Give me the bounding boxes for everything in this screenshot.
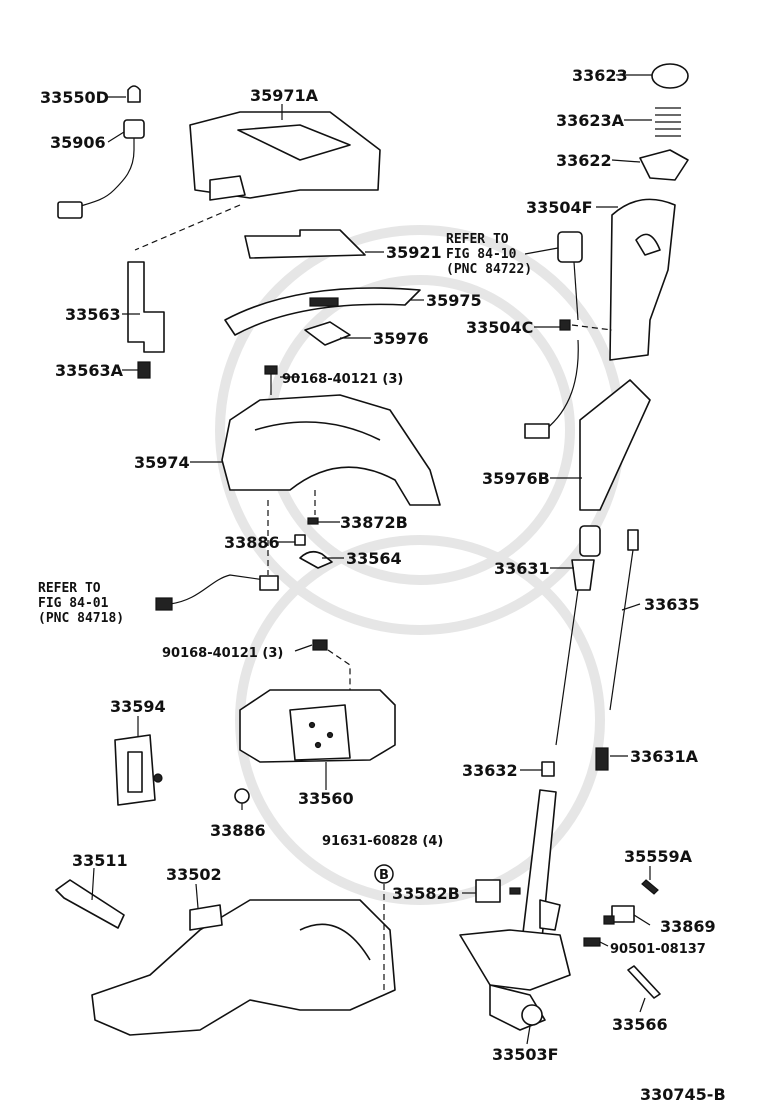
ref1-line1: REFER TO [446, 232, 509, 247]
part-33582B-shape [475, 879, 521, 903]
label-33869: 33869 [660, 917, 716, 936]
part-33623-shape [651, 63, 689, 89]
label-33502: 33502 [166, 865, 222, 884]
label-33582B: 33582B [392, 884, 460, 903]
label-35906: 35906 [50, 133, 106, 152]
label-33511: 33511 [72, 851, 128, 870]
label-90168-lower: 90168-40121 (3) [162, 646, 283, 661]
marker-b-label: B [379, 868, 389, 883]
part-90168-lower-shape [312, 639, 351, 690]
part-35921-shape [244, 229, 366, 259]
label-33563A: 33563A [55, 361, 124, 380]
part-35976-shape [304, 321, 351, 346]
label-33631: 33631 [494, 559, 550, 578]
ref2-line2: FIG 84-01 [38, 596, 109, 611]
label-91631: 91631-60828 (4) [322, 834, 443, 849]
label-33504F: 33504F [526, 198, 593, 217]
label-33623A: 33623A [556, 111, 625, 130]
label-33566: 33566 [612, 1015, 668, 1034]
label-33872B: 33872B [340, 513, 408, 532]
part-33594-shape [114, 734, 163, 806]
part-33563-shape [127, 204, 241, 353]
part-33631A-shape [595, 747, 609, 771]
part-33631-shape [555, 525, 601, 746]
label-33564: 33564 [346, 549, 402, 568]
part-33502-shape [91, 884, 396, 1036]
part-33869-shape [603, 905, 635, 925]
label-33623: 33623 [572, 66, 628, 85]
label-35976: 35976 [373, 329, 429, 348]
label-35559A: 35559A [624, 847, 693, 866]
part-35975-shape [224, 287, 421, 336]
part-35976B-shape [579, 379, 651, 511]
label-33563: 33563 [65, 305, 121, 324]
label-33594: 33594 [110, 697, 166, 716]
label-35971A: 35971A [250, 86, 319, 105]
marker-b: B [374, 864, 394, 884]
part-35974-shape [221, 394, 441, 506]
ref2-line3: (PNC 84718) [38, 611, 124, 626]
part-33872B-shape [307, 517, 319, 525]
label-35921: 35921 [386, 243, 442, 262]
label-35974: 35974 [134, 453, 190, 472]
part-33635-shape [609, 529, 639, 711]
ref1-line2: FIG 84-10 [446, 247, 517, 262]
part-33560-shape [239, 689, 396, 763]
part-33503F-shape [459, 789, 571, 1031]
part-33564-shape [299, 550, 333, 569]
part-90168-upper-shape [264, 365, 278, 395]
wire-84-10-shape [524, 231, 613, 439]
label-35976B: 35976B [482, 469, 550, 488]
part-labels: 33550D 35906 35971A 33563 33563A 35921 3… [40, 66, 716, 1064]
label-33503F: 33503F [492, 1045, 559, 1064]
label-33631A: 33631A [630, 747, 699, 766]
label-33632: 33632 [462, 761, 518, 780]
label-90501: 90501-08137 [610, 942, 706, 957]
label-33622: 33622 [556, 151, 612, 170]
part-33623A-shape [655, 107, 681, 137]
part-35971A-shape [189, 111, 381, 201]
diagram-id: 330745-B [640, 1085, 726, 1104]
label-33550D: 33550D [40, 88, 109, 107]
part-90501-shape [583, 937, 601, 947]
label-33504C: 33504C [466, 318, 533, 337]
part-33886b-shape [234, 788, 250, 804]
label-33635: 33635 [644, 595, 700, 614]
part-33511-shape [55, 879, 125, 929]
part-33886a-shape [294, 534, 306, 546]
part-33622-shape [639, 149, 689, 181]
label-33560: 33560 [298, 789, 354, 808]
label-33886-lower: 33886 [210, 821, 266, 840]
part-35559A-shape [641, 879, 659, 895]
label-90168-upper: 90168-40121 (3) [282, 372, 403, 387]
part-33632-shape [541, 761, 555, 777]
part-33563A-shape [137, 361, 151, 379]
wire-84-01-shape [155, 574, 279, 611]
reference-84-01: REFER TO FIG 84-01 (PNC 84718) [38, 581, 124, 626]
reference-84-10: REFER TO FIG 84-10 (PNC 84722) [446, 232, 559, 277]
label-35975: 35975 [426, 291, 482, 310]
label-33886-upper: 33886 [224, 533, 280, 552]
leader-lines [91, 74, 652, 1045]
part-33550D-shape [127, 85, 141, 103]
ref2-line1: REFER TO [38, 581, 101, 596]
ref1-line3: (PNC 84722) [446, 262, 532, 277]
part-35906-shape [57, 119, 145, 219]
part-33504F-shape [609, 198, 676, 361]
part-33566-shape [627, 965, 661, 999]
